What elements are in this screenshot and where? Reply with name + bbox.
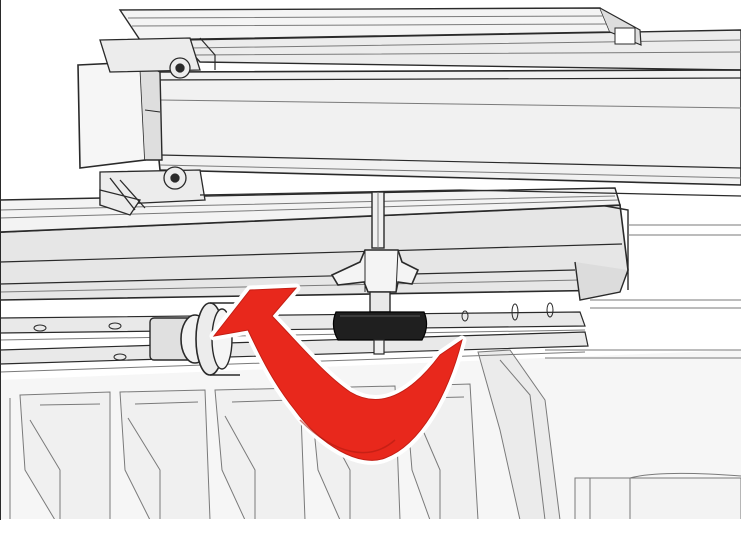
upper-carriage bbox=[77, 7, 741, 216]
right-base-box bbox=[574, 477, 741, 521]
axle-bushing bbox=[149, 302, 240, 376]
knob-handle bbox=[332, 311, 428, 341]
adjustment-knob-icon bbox=[330, 191, 428, 355]
carriage-tube bbox=[149, 69, 741, 186]
end-bracket bbox=[99, 37, 206, 216]
rotation-arrow-icon bbox=[209, 283, 467, 465]
end-cap bbox=[77, 61, 146, 169]
